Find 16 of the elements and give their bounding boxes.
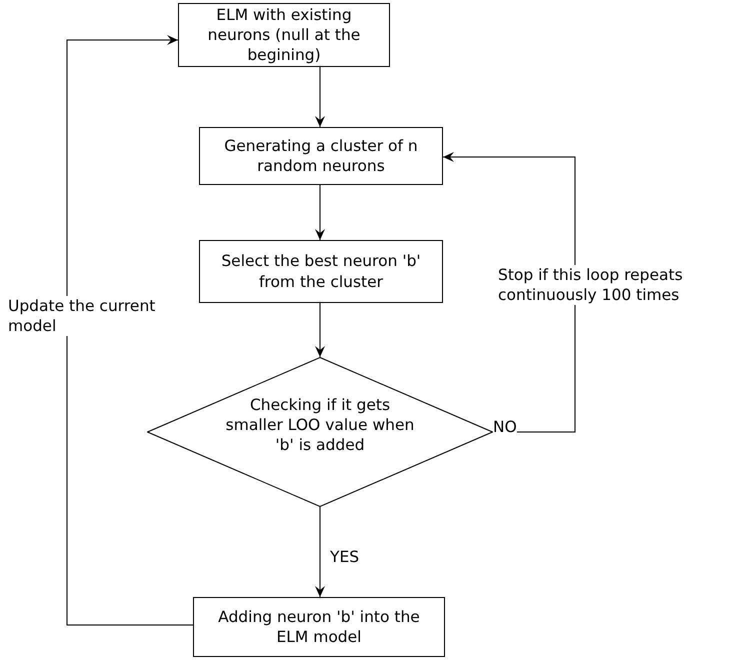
arrow [315, 506, 325, 598]
process-box [178, 3, 390, 67]
arrow [442, 152, 576, 432]
node-text: Select the best neuron 'b' from the cluster [220, 251, 422, 292]
node-text: Adding neuron 'b' into the ELM model [217, 606, 421, 648]
arrow [315, 66, 325, 128]
node-text: Checking if it gets smaller LOO value when 'b' is added [224, 394, 416, 456]
node-text: ELM with existing neurons (null at the begining) [206, 4, 362, 66]
node-text: Generating a cluster of n random neurons [223, 136, 419, 176]
arrow [66, 35, 194, 626]
process-box [199, 127, 443, 185]
process-box [199, 240, 443, 303]
arrow [315, 184, 325, 240]
decision-diamond [147, 357, 493, 507]
arrow [315, 302, 325, 358]
process-box [193, 597, 445, 657]
